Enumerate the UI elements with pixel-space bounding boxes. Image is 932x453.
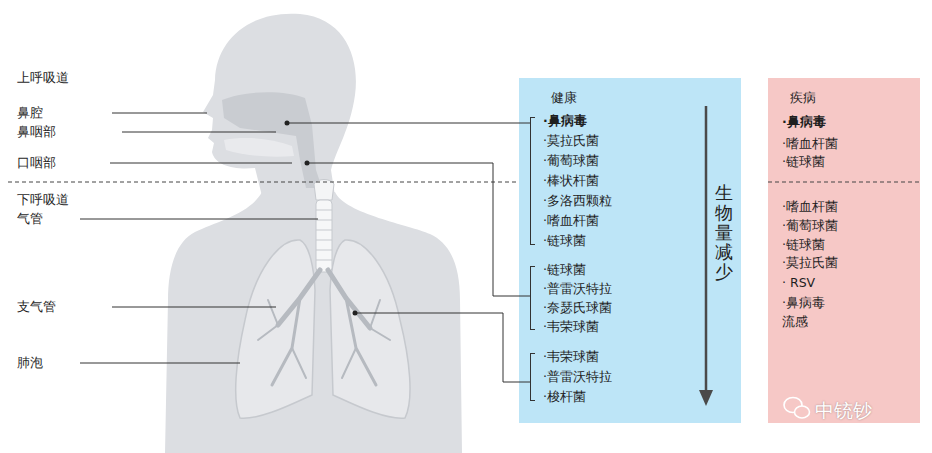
list-item: ·鼻病毒 xyxy=(543,111,684,131)
panel-heading: 健康 xyxy=(551,89,577,107)
panel-text: ·链球菌 xyxy=(782,153,825,171)
panel-heading: 疾病 xyxy=(790,89,816,107)
bronchiole xyxy=(346,298,376,385)
bracket xyxy=(530,117,535,245)
site-dots xyxy=(285,121,358,316)
panel-text: ·鼻病毒 xyxy=(782,113,826,131)
list-item: ·普雷沃特拉 xyxy=(543,367,684,387)
anatomy-label: 下呼吸道 xyxy=(17,192,69,208)
bronchiole xyxy=(272,298,300,385)
list-item: ·多洛西颗粒 xyxy=(543,191,684,211)
ring xyxy=(316,210,332,211)
anatomy-label: 口咽部 xyxy=(17,155,56,171)
biomass-arrow-shaft xyxy=(705,106,708,392)
section-divider xyxy=(768,182,920,183)
panel-text: ·莫拉氏菌 xyxy=(782,254,838,272)
panel-text: · RSV xyxy=(782,274,815,292)
site-link xyxy=(307,163,520,296)
anatomy-label: 上呼吸道 xyxy=(17,70,69,86)
panel-text: ·嗜血杆菌 xyxy=(782,198,838,216)
anatomy-label: 鼻腔 xyxy=(17,105,43,121)
bracket xyxy=(530,266,535,330)
leader-line xyxy=(80,363,240,364)
leader-line xyxy=(112,113,207,114)
site-link xyxy=(355,313,520,382)
leader-line xyxy=(122,132,276,133)
panel-text: ·鼻病毒 xyxy=(782,294,825,312)
list-item: ·普雷沃特拉 xyxy=(543,279,684,298)
site-dot xyxy=(353,311,358,316)
list-item: ·梭杆菌 xyxy=(543,387,684,407)
list-item: ·韦荣球菌 xyxy=(543,317,684,336)
anatomy-label: 肺泡 xyxy=(17,355,43,371)
biomass-arrow-head xyxy=(699,390,713,406)
list-item: ·莫拉氏菌 xyxy=(543,131,684,151)
bracket xyxy=(530,353,535,401)
panel-text: ·链球菌 xyxy=(782,236,825,254)
vertical-note: 生物量减少 xyxy=(715,183,733,282)
leader-line xyxy=(112,307,276,308)
panel-text: ·嗜血杆菌 xyxy=(782,135,838,153)
head-silhouette xyxy=(203,14,356,196)
left-lung xyxy=(236,240,315,418)
region-panel: 疾病·鼻病毒·嗜血杆菌·链球菌·嗜血杆菌·葡萄球菌·链球菌·莫拉氏菌· RSV·… xyxy=(768,78,920,423)
anatomy-label: 气管 xyxy=(17,211,43,227)
bronchiole xyxy=(258,300,390,378)
list-item: ·棒状杆菌 xyxy=(543,171,684,191)
list-item: ·链球菌 xyxy=(543,231,684,251)
list-item: ·嗜血杆菌 xyxy=(543,211,684,231)
anatomy-label: 鼻咽部 xyxy=(17,124,56,140)
larynx xyxy=(314,180,334,201)
ring xyxy=(316,240,332,241)
region-panel: 健康生物量减少·鼻病毒·莫拉氏菌·葡萄球菌·棒状杆菌·多洛西颗粒·嗜血杆菌·链球… xyxy=(519,78,741,423)
site-dot xyxy=(285,121,290,126)
bracket-group: ·鼻病毒·莫拉氏菌·葡萄球菌·棒状杆菌·多洛西颗粒·嗜血杆菌·链球菌 xyxy=(530,111,684,251)
torso-silhouette xyxy=(165,192,462,453)
leader-line xyxy=(110,163,292,164)
bronchi xyxy=(258,270,390,385)
leader-lines xyxy=(80,113,520,382)
wechat-icon xyxy=(795,406,810,418)
site-dot xyxy=(305,161,310,166)
anatomy-label: 支气管 xyxy=(17,299,56,315)
trachea xyxy=(316,200,332,272)
panel-decoration-layer xyxy=(768,78,920,427)
bracket-group: ·链球菌·普雷沃特拉·奈瑟氏球菌·韦荣球菌 xyxy=(530,260,684,336)
list-item: ·奈瑟氏球菌 xyxy=(543,298,684,317)
ring xyxy=(316,230,332,231)
leader-line xyxy=(80,219,318,220)
list-item: ·葡萄球菌 xyxy=(543,151,684,171)
airway-divider xyxy=(8,182,518,183)
list-item: ·韦荣球菌 xyxy=(543,347,684,367)
nasal-cavity xyxy=(222,92,322,188)
bracket-group: ·韦荣球菌·普雷沃特拉·梭杆菌 xyxy=(530,347,684,407)
site-link xyxy=(287,123,520,124)
ring xyxy=(316,260,332,261)
panel-text: ·葡萄球菌 xyxy=(782,217,838,235)
ring xyxy=(316,220,332,221)
mouth-area xyxy=(224,138,294,157)
panel-text: 流感 xyxy=(782,313,808,331)
trachea-rings xyxy=(316,210,332,260)
list-item: ·链球菌 xyxy=(543,260,684,279)
watermark: 中铳钞 xyxy=(815,398,872,422)
ring xyxy=(316,250,332,251)
